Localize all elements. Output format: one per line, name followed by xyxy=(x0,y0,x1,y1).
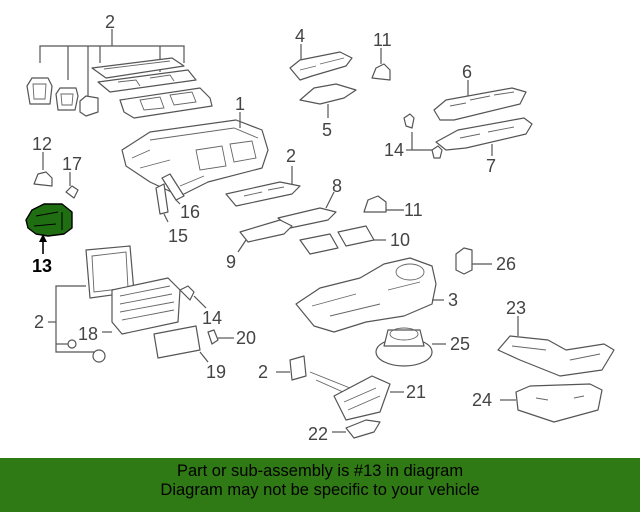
part-2-small-items[interactable] xyxy=(67,339,106,363)
callout-2-middle: 2 xyxy=(286,146,296,166)
callout-5: 5 xyxy=(322,120,332,140)
part-25-blower-motor[interactable] xyxy=(375,327,433,367)
callout-3: 3 xyxy=(448,290,458,310)
part-2-duct-middle[interactable] xyxy=(225,181,301,207)
arrow-13 xyxy=(39,234,47,242)
callout-14-lower: 14 xyxy=(202,308,222,328)
part-21-heater-core[interactable] xyxy=(309,371,391,421)
banner-line-1: Part or sub-assembly is #13 in diagram xyxy=(176,462,464,480)
callout-23: 23 xyxy=(506,298,526,318)
callout-9: 9 xyxy=(226,252,236,272)
callout-7: 7 xyxy=(486,156,496,176)
part-16-link[interactable] xyxy=(161,173,185,201)
part-24-duct[interactable] xyxy=(515,383,603,423)
part-14-clips[interactable] xyxy=(403,113,443,159)
part-11-knob-top[interactable] xyxy=(371,63,391,81)
part-17-clip[interactable] xyxy=(65,185,79,199)
part-26-connector[interactable] xyxy=(455,247,473,275)
callout-18: 18 xyxy=(78,324,98,344)
callout-19: 19 xyxy=(206,362,226,382)
callout-10: 10 xyxy=(390,230,410,250)
part-4-bracket[interactable] xyxy=(289,51,353,81)
banner-line-2: Diagram may not be specific to your vehi… xyxy=(160,481,480,499)
part-9-door[interactable] xyxy=(239,219,293,243)
part-12-knob[interactable] xyxy=(33,171,53,187)
part-10-filters[interactable] xyxy=(299,225,375,255)
callout-4: 4 xyxy=(295,26,305,46)
callout-15: 15 xyxy=(168,226,188,246)
part-13-highlighted[interactable] xyxy=(25,203,73,237)
part-18-heater-core[interactable] xyxy=(85,245,181,335)
parts-diagram: 2 1 4 5 11 6 7 14 xyxy=(25,12,615,444)
part-23-duct[interactable] xyxy=(497,335,615,377)
callout-8: 8 xyxy=(332,176,342,196)
part-11-knob-mid[interactable] xyxy=(363,195,387,213)
part-2-vent-group[interactable] xyxy=(26,29,213,119)
callout-25: 25 xyxy=(450,334,470,354)
callout-6: 6 xyxy=(462,62,472,82)
part-1-heater-housing[interactable] xyxy=(121,119,269,197)
part-20-screw[interactable] xyxy=(207,329,219,345)
callout-22: 22 xyxy=(308,424,328,444)
callout-11-middle: 11 xyxy=(404,200,423,220)
callout-2-top: 2 xyxy=(105,12,115,32)
part-6-panel[interactable] xyxy=(433,87,527,121)
callout-24: 24 xyxy=(472,390,492,410)
callout-16: 16 xyxy=(180,202,200,222)
part-7-panel[interactable] xyxy=(435,117,533,151)
part-22-pipe-clip[interactable] xyxy=(345,419,381,439)
part-19-seal[interactable] xyxy=(153,325,201,359)
callout-21: 21 xyxy=(406,382,426,402)
callout-14-top: 14 xyxy=(384,140,404,160)
part-2-seal-bottom[interactable] xyxy=(289,355,307,381)
callout-1: 1 xyxy=(235,94,245,114)
part-3-blower-case[interactable] xyxy=(295,257,437,333)
part-14-clip-lower[interactable] xyxy=(179,285,195,301)
callout-20: 20 xyxy=(236,328,256,348)
part-5-duct[interactable] xyxy=(299,83,357,105)
callout-26: 26 xyxy=(496,254,516,274)
info-banner: Part or sub-assembly is #13 in diagram D… xyxy=(0,458,640,512)
part-15-rod[interactable] xyxy=(155,183,169,215)
callout-2-left: 2 xyxy=(34,312,44,332)
callout-12: 12 xyxy=(32,134,52,154)
callout-17: 17 xyxy=(62,154,82,174)
callout-2-bottom: 2 xyxy=(258,362,268,382)
callout-13: 13 xyxy=(32,256,52,276)
callout-11-top: 11 xyxy=(373,30,392,50)
